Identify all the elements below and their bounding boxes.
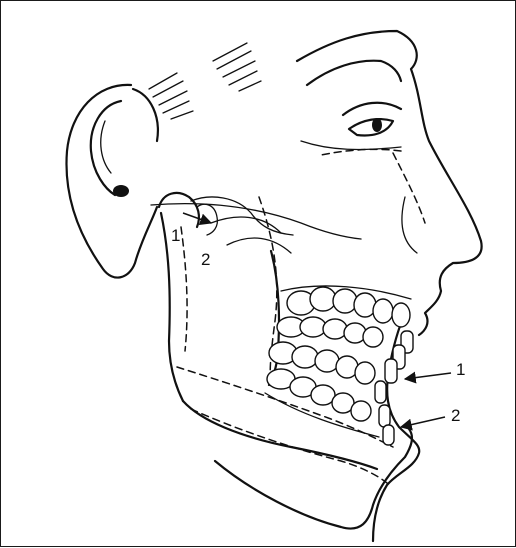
hair-strokes (149, 43, 261, 119)
nasolabial-line (402, 197, 417, 253)
lower-teeth (267, 342, 394, 445)
condyle-outline (159, 193, 199, 227)
incisor-arrow-1 (405, 373, 451, 379)
label-incisor-1: 1 (456, 360, 465, 379)
label-incisor-2: 2 (451, 406, 460, 425)
incisor-arrow-2 (401, 417, 445, 427)
ear (66, 85, 157, 278)
condyle-arrow (183, 213, 211, 223)
cheek-line (301, 141, 401, 149)
eyebrow (343, 103, 401, 115)
brow-line (307, 61, 401, 85)
temporal-line (211, 217, 291, 253)
label-condyle-1: 1 (171, 226, 180, 245)
skull-dashed-contour (321, 149, 425, 223)
label-condyle-2: 2 (201, 250, 210, 269)
eye (349, 119, 393, 135)
pupil (372, 118, 382, 132)
